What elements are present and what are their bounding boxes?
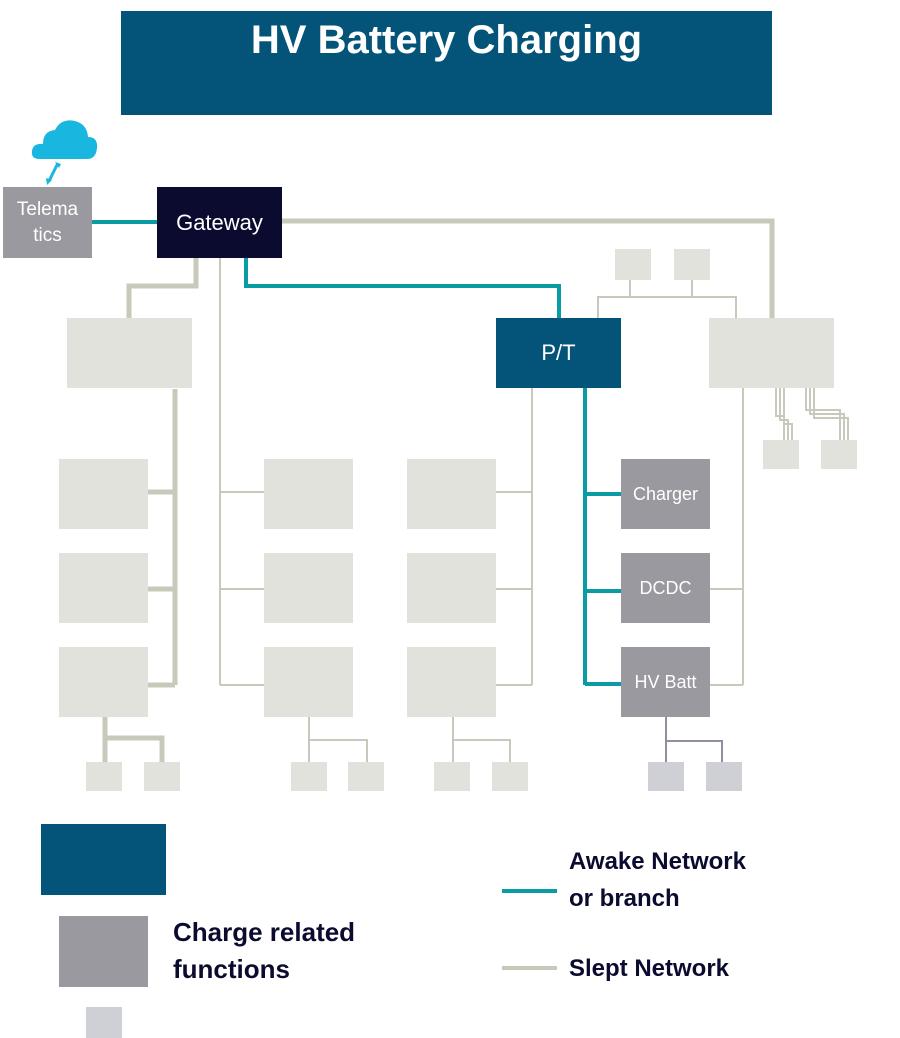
pt-label: P/T (541, 340, 576, 365)
inactive-ecu (264, 647, 353, 717)
inactive-leaf (492, 762, 528, 791)
inactive-ecu (59, 647, 148, 717)
telematics-node[interactable]: Telema tics (3, 187, 92, 258)
telematics-label: Telema tics (16, 198, 79, 246)
pt-node[interactable]: P/T (496, 318, 621, 388)
charge-related-leaf (706, 762, 742, 791)
inactive-ecu (407, 553, 496, 623)
inactive-ecu (264, 553, 353, 623)
gateway-node[interactable]: Gateway (157, 187, 282, 258)
legend-awake-label: Awake Network or branch (569, 848, 746, 912)
inactive-leaf (615, 249, 651, 280)
charge-related-leaf (648, 762, 684, 791)
inactive-ecu (407, 459, 496, 529)
legend-swatch-awake-ecu (41, 824, 166, 895)
dcdc-label: DCDC (639, 577, 692, 598)
inactive-leaf (434, 762, 470, 791)
inactive-ecu (67, 318, 192, 388)
gateway-label: Gateway (176, 209, 263, 235)
inactive-leaf (763, 440, 799, 469)
inactive-ecu (59, 553, 148, 623)
inactive-leaf (144, 762, 180, 791)
inactive-leaf (674, 249, 710, 280)
awake-network (92, 220, 621, 893)
dcdc-node[interactable]: DCDC (621, 553, 710, 623)
hv-batt-subnet (665, 717, 723, 762)
charger-node[interactable]: Charger (621, 459, 710, 529)
hv-batt-label: HV Batt (634, 671, 697, 692)
page-title-text: HV Battery Charging (250, 18, 643, 62)
slept-network-main (102, 218, 775, 762)
inactive-leaf (821, 440, 857, 469)
hv-batt-node[interactable]: HV Batt (621, 647, 710, 717)
inactive-ecu (407, 647, 496, 717)
inactive-ecu (264, 459, 353, 529)
legend-swatch-charge-leaf (86, 1007, 122, 1038)
charger-label: Charger (632, 483, 699, 504)
legend-swatch-charge-related (59, 916, 148, 987)
legend-charge-related-label: Charge related functions (173, 917, 356, 984)
inactive-leaf (348, 762, 384, 791)
page-title: HV Battery Charging (121, 11, 772, 115)
inactive-leaf (86, 762, 122, 791)
slept-network-branches (219, 258, 849, 762)
cloud-icon (31, 120, 98, 185)
inactive-ecu (59, 459, 148, 529)
legend-slept-label: Slept Network (569, 955, 730, 982)
inactive-ecu (709, 318, 834, 388)
inactive-leaf (291, 762, 327, 791)
